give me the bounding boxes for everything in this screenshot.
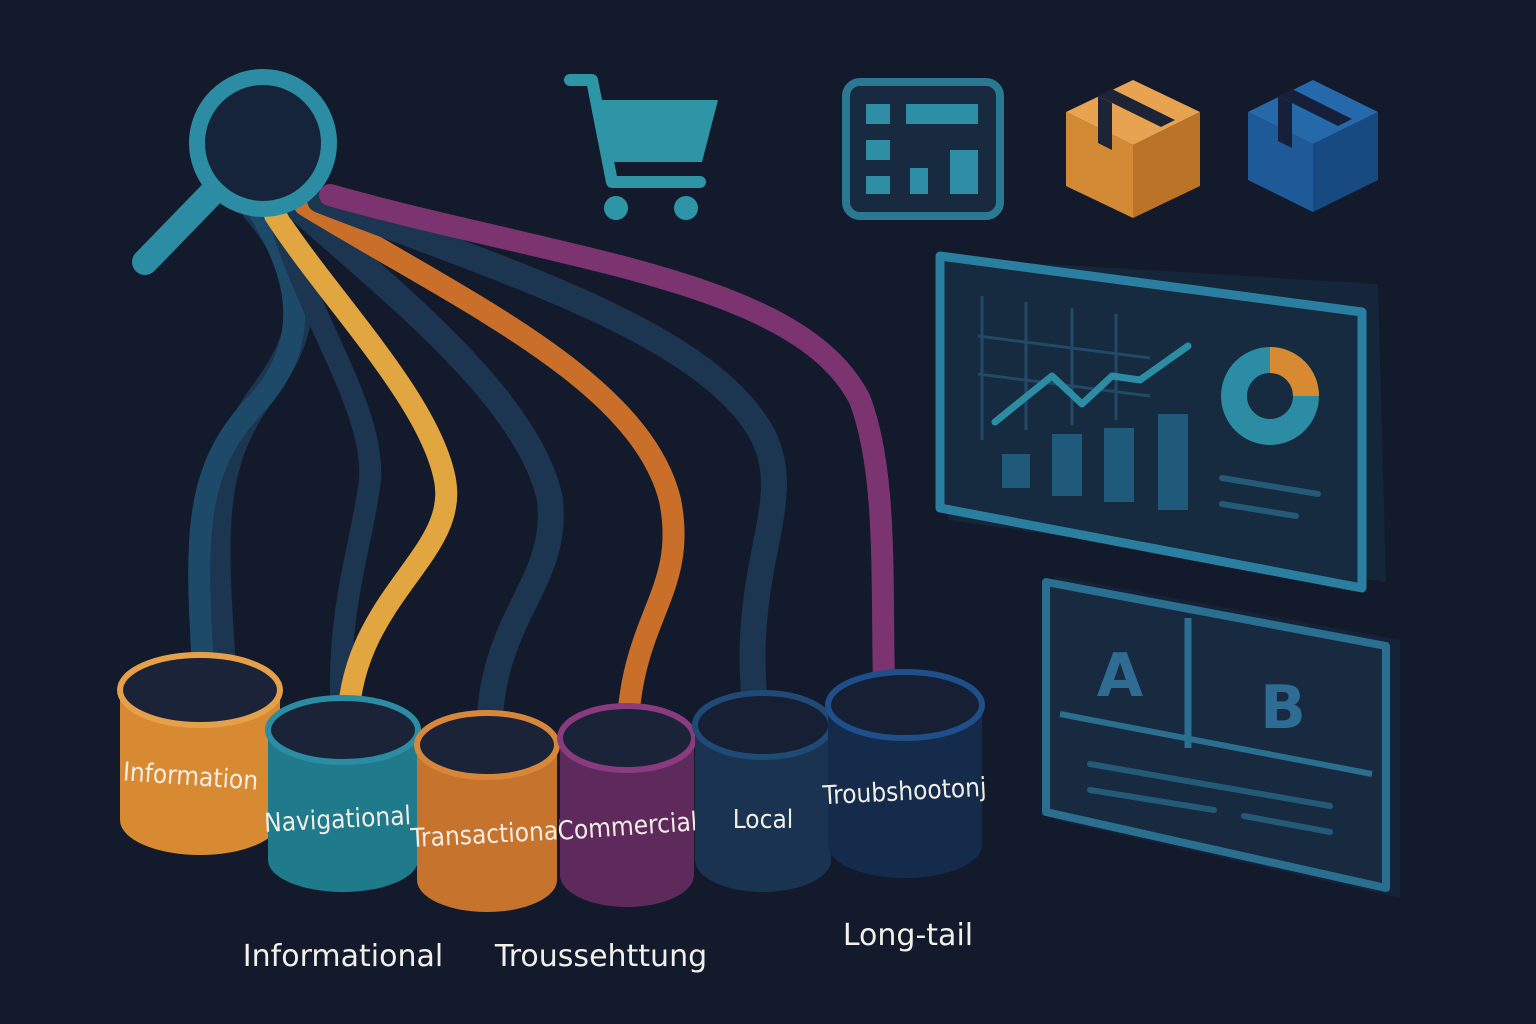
label-long-tail: Long-tail	[843, 918, 973, 953]
flow-lines	[188, 184, 896, 776]
flow-line-transactional	[287, 197, 564, 773]
flow-line-navigational-b	[269, 209, 382, 771]
flow-line-local	[307, 187, 787, 718]
ab-label-a: A	[1097, 641, 1144, 711]
layout-grid-icon	[842, 78, 1004, 220]
package-icon-orange	[1066, 80, 1200, 218]
analytics-dashboard-icon	[935, 251, 1386, 593]
shopping-cart-icon	[564, 74, 718, 220]
cylinder-local: Local	[692, 690, 834, 892]
label-informational: Informational	[243, 939, 443, 974]
cylinder-troubleshooting: Troubshootonj	[821, 669, 987, 878]
label-troussehttung: Troussehttung	[494, 939, 707, 974]
magnifier-icon	[132, 69, 337, 275]
ab-label-b: B	[1260, 673, 1306, 743]
cylinder-commercial: Commercial	[557, 703, 698, 907]
cylinder-label-local: Local	[733, 805, 794, 835]
flow-line-longtail	[319, 184, 896, 731]
package-icon-blue	[1248, 80, 1378, 212]
dashboard-grid-lines	[977, 296, 1151, 440]
flow-line-commercial	[294, 194, 685, 776]
cylinder-navigational: Navigational	[263, 695, 421, 892]
cylinder-transactional: Transactional	[409, 710, 565, 912]
cylinder-information: Information	[117, 652, 283, 855]
flow-line-navigational	[264, 204, 458, 756]
ab-test-panel-icon: A B	[1042, 576, 1400, 898]
